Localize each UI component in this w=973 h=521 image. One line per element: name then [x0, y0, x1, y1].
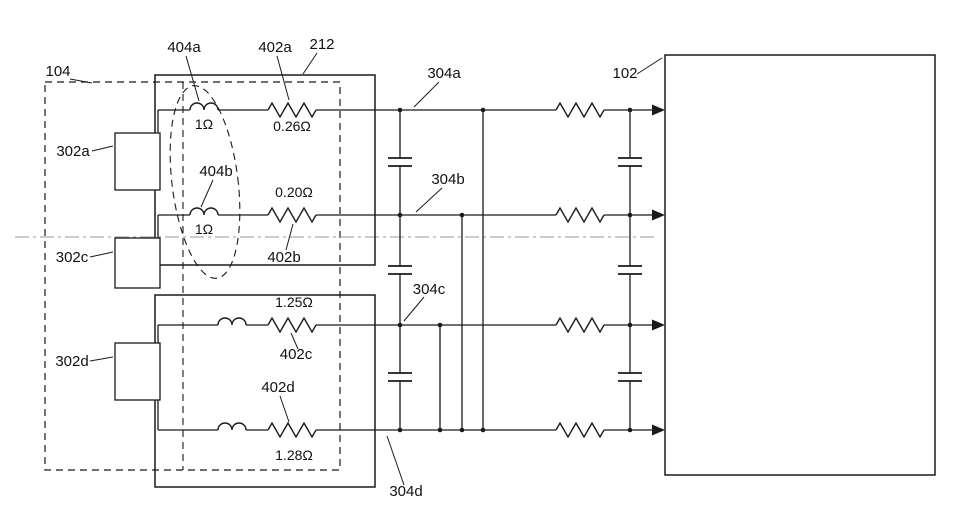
leader-402a — [276, 55, 290, 101]
arrowhead-line4 — [652, 424, 665, 436]
label-402c: 402c — [280, 346, 313, 363]
value-resistor-402d: 1.28Ω — [275, 447, 313, 463]
value-inductor-404a: 1Ω — [195, 116, 213, 132]
signal-line-2 — [157, 206, 665, 238]
label-102: 102 — [612, 65, 637, 82]
inductor-line4 — [217, 422, 247, 431]
label-304a: 304a — [427, 65, 461, 82]
label-404a: 404a — [167, 39, 201, 56]
value-resistor-402b: 0.20Ω — [275, 184, 313, 200]
signal-line-3 — [157, 316, 665, 343]
value-inductor-404b: 1Ω — [195, 221, 213, 237]
resistor-402b — [267, 206, 317, 224]
inductor-404b — [189, 207, 219, 216]
arrowhead-line2 — [652, 209, 665, 221]
label-404b: 404b — [199, 163, 232, 180]
pad-302c — [114, 237, 161, 289]
leader-302a — [91, 145, 114, 152]
resistor-402a — [267, 101, 317, 119]
interconnect-vertical-stubs — [439, 110, 484, 430]
resistor-402d — [267, 421, 317, 439]
capacitor-ladder-left — [388, 110, 412, 430]
signal-line-4 — [157, 400, 665, 439]
resistor-line2-right — [555, 206, 605, 224]
label-402b: 402b — [267, 249, 300, 266]
value-resistor-402a: 0.26Ω — [273, 118, 311, 134]
leader-304c — [403, 296, 425, 322]
resistor-line4-right — [555, 421, 605, 439]
leader-212 — [302, 52, 318, 75]
resistor-line3-right — [555, 316, 605, 334]
label-302c: 302c — [56, 249, 89, 266]
arrowhead-line3 — [652, 319, 665, 331]
leader-104 — [69, 78, 93, 84]
leader-304a — [413, 81, 440, 108]
resistor-402c — [267, 316, 317, 334]
leader-302d — [89, 356, 114, 362]
resistor-line1-right — [555, 101, 605, 119]
arrowhead-line1 — [652, 104, 665, 116]
device-box-102 — [664, 54, 936, 476]
signal-line-1 — [157, 101, 665, 133]
leader-402b — [285, 223, 294, 251]
leader-304d — [386, 435, 405, 486]
inductor-group-highlight-ellipse — [169, 85, 241, 279]
leader-402c — [290, 332, 299, 350]
label-304d: 304d — [389, 483, 422, 500]
label-304b: 304b — [431, 171, 464, 188]
inductor-404a — [189, 102, 219, 111]
leader-402d — [279, 395, 290, 423]
value-resistor-402c: 1.25Ω — [275, 294, 313, 310]
label-302d: 302d — [55, 353, 88, 370]
leader-304b — [415, 187, 443, 213]
leader-102 — [636, 57, 663, 75]
label-212: 212 — [309, 36, 334, 53]
label-104: 104 — [45, 63, 70, 80]
leader-404a — [185, 55, 200, 102]
capacitor-ladder-right — [618, 110, 642, 430]
leader-302c — [89, 251, 114, 258]
pad-302d — [114, 342, 161, 401]
leader-404b — [200, 179, 214, 208]
leader-lines — [69, 52, 663, 486]
label-402a: 402a — [258, 39, 292, 56]
label-304c: 304c — [413, 281, 446, 298]
inductor-line3 — [217, 317, 247, 326]
junction-dots — [397, 107, 633, 433]
pad-302a — [114, 132, 161, 191]
label-402d: 402d — [261, 379, 294, 396]
module-outline-104 — [44, 81, 341, 471]
label-302a: 302a — [56, 143, 90, 160]
